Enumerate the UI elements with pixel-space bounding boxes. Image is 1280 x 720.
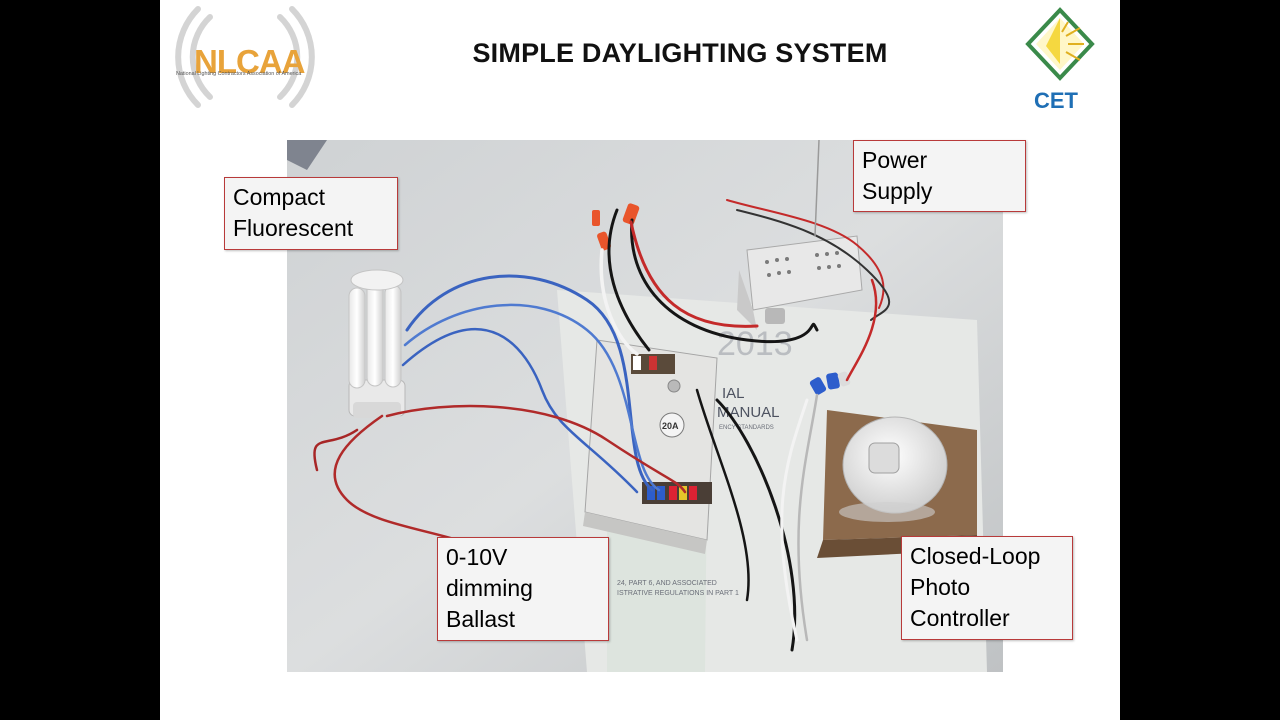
poster-line3: ENCY STANDARDS bbox=[719, 425, 774, 431]
label-dimming-ballast: 0-10V dimming Ballast bbox=[437, 537, 609, 641]
cet-logo: CET bbox=[1024, 6, 1096, 116]
sun-diamond-icon bbox=[1025, 7, 1095, 81]
dimming-ballast-device: 20A bbox=[583, 339, 718, 554]
power-supply-box bbox=[737, 235, 863, 330]
compact-fluorescent-lamp bbox=[348, 269, 406, 418]
slide: NLCAA National Lighting Contractors Asso… bbox=[160, 0, 1120, 720]
bottom-text-line1: 24, PART 6, AND ASSOCIATED bbox=[617, 580, 717, 587]
bottom-text-line2: ISTRATIVE REGULATIONS IN PART 1 bbox=[617, 590, 739, 597]
nlcaa-logo-subtitle: National Lighting Contractors Associatio… bbox=[176, 71, 302, 77]
wire-nuts bbox=[592, 203, 851, 395]
cet-logo-text: CET bbox=[1034, 88, 1078, 113]
ballast-badge: 20A bbox=[662, 421, 679, 431]
nlcaa-logo-text: NLCAA bbox=[194, 43, 305, 80]
wiring-photo: IAL MANUAL ENCY STANDARDS 24, PART 6, AN… bbox=[287, 140, 1003, 672]
signal-waves-icon bbox=[175, 6, 315, 108]
label-compact-fluorescent: Compact Fluorescent bbox=[224, 177, 398, 250]
slide-title: SIMPLE DAYLIGHTING SYSTEM bbox=[472, 38, 888, 68]
nlcaa-logo: NLCAA National Lighting Contractors Asso… bbox=[170, 5, 320, 110]
label-photo-controller: Closed-Loop Photo Controller bbox=[901, 536, 1073, 640]
label-power-supply: Power Supply bbox=[853, 140, 1026, 212]
poster-line1: IAL bbox=[722, 385, 745, 402]
wiring-photo-drawing: IAL MANUAL ENCY STANDARDS 24, PART 6, AN… bbox=[287, 140, 1003, 672]
svg-text:2013: 2013 bbox=[717, 325, 793, 363]
